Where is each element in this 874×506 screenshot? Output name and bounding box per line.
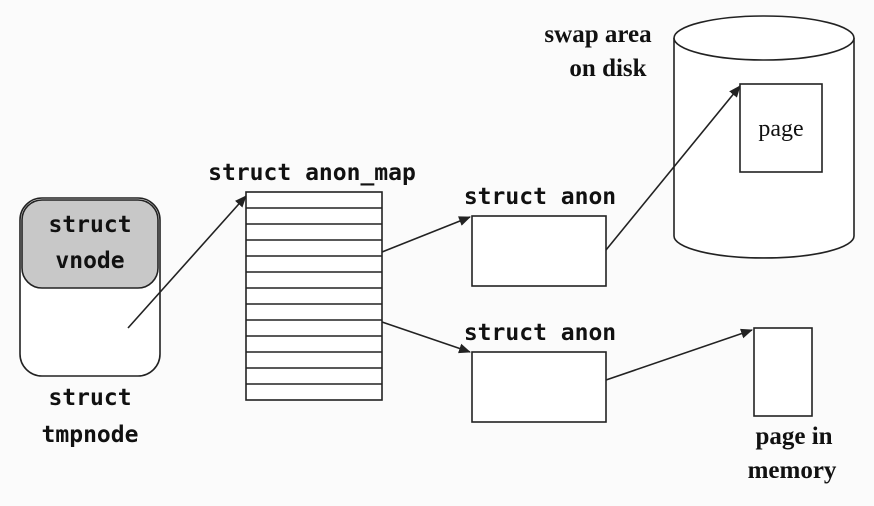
swap-page-label: page — [758, 116, 803, 142]
vnode-box — [21, 199, 159, 289]
swap-cylinder-top — [673, 15, 855, 61]
arrow-anon-map-to-anon-top — [381, 216, 471, 253]
arrow-vnode-to-anon-map — [127, 195, 247, 329]
anon-bottom-label: struct anon — [464, 320, 616, 346]
memory-page-box — [753, 327, 813, 417]
vnode-label-line1: struct — [48, 212, 131, 238]
memory-page-label-line2: memory — [748, 457, 837, 484]
swap-label-line2: on disk — [569, 55, 646, 82]
arrow-anon-top-to-swap-page — [605, 85, 741, 251]
swap-page-box — [739, 83, 823, 173]
anon-top-box — [471, 215, 607, 287]
arrow-anon-bottom-to-memory-page — [605, 328, 753, 381]
anon-map-table — [245, 191, 383, 401]
anon-bottom-box — [471, 351, 607, 423]
memory-page-label-line1: page in — [755, 423, 832, 450]
anon-map-outline — [245, 191, 383, 401]
arrow-anon-map-to-anon-bottom — [381, 321, 471, 354]
anon-top-label: struct anon — [464, 184, 616, 210]
anon-map-label: struct anon_map — [208, 160, 416, 186]
tmpnode-label-line1: struct — [48, 385, 131, 411]
tmpnode-label-line2: tmpnode — [42, 422, 139, 448]
swap-label-line1: swap area — [544, 21, 652, 48]
vnode-label-line2: vnode — [55, 248, 124, 274]
